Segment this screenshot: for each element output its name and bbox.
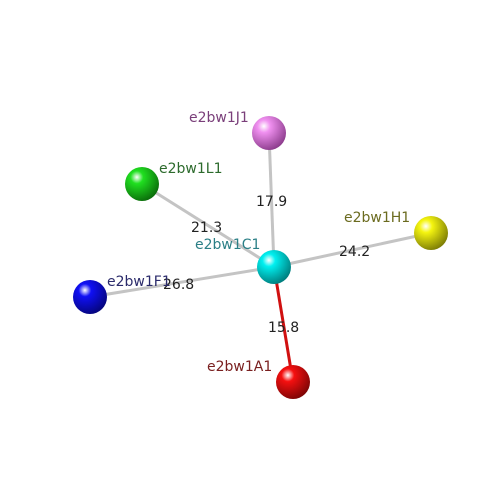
edge-label-c1-h1: 24.2 [339,244,370,260]
node-label-e2bw1F1: e2bw1F1 [107,274,171,290]
edge-c1-j1 [267,132,276,268]
edge-c1-a1 [272,266,295,383]
edge-c1-l1 [141,182,275,269]
node-e2bw1A1[interactable] [276,365,310,399]
edge-label-c1-f1: 26.8 [163,277,194,293]
nodes [73,116,448,399]
node-label-e2bw1J1: e2bw1J1 [189,110,249,126]
node-e2bw1F1[interactable] [73,280,107,314]
edge-c1-f1 [89,265,275,299]
edges [89,132,432,383]
node-label-e2bw1H1: e2bw1H1 [344,210,410,226]
node-label-e2bw1A1: e2bw1A1 [207,359,272,375]
node-labels: e2bw1J1 e2bw1L1 e2bw1H1 e2bw1C1 e2bw1F1 … [107,110,410,375]
node-e2bw1C1[interactable] [257,250,291,284]
edge-label-c1-j1: 17.9 [256,194,287,210]
node-label-e2bw1C1: e2bw1C1 [195,237,260,253]
node-e2bw1L1[interactable] [125,167,159,201]
node-e2bw1J1[interactable] [252,116,286,150]
edge-label-c1-a1: 15.8 [268,320,299,336]
edge-label-c1-l1: 21.3 [191,220,222,236]
node-label-e2bw1L1: e2bw1L1 [159,161,222,177]
edge-labels: 17.9 21.3 24.2 26.8 15.8 [163,194,370,336]
edge-c1-h1 [273,231,432,269]
node-e2bw1H1[interactable] [414,216,448,250]
